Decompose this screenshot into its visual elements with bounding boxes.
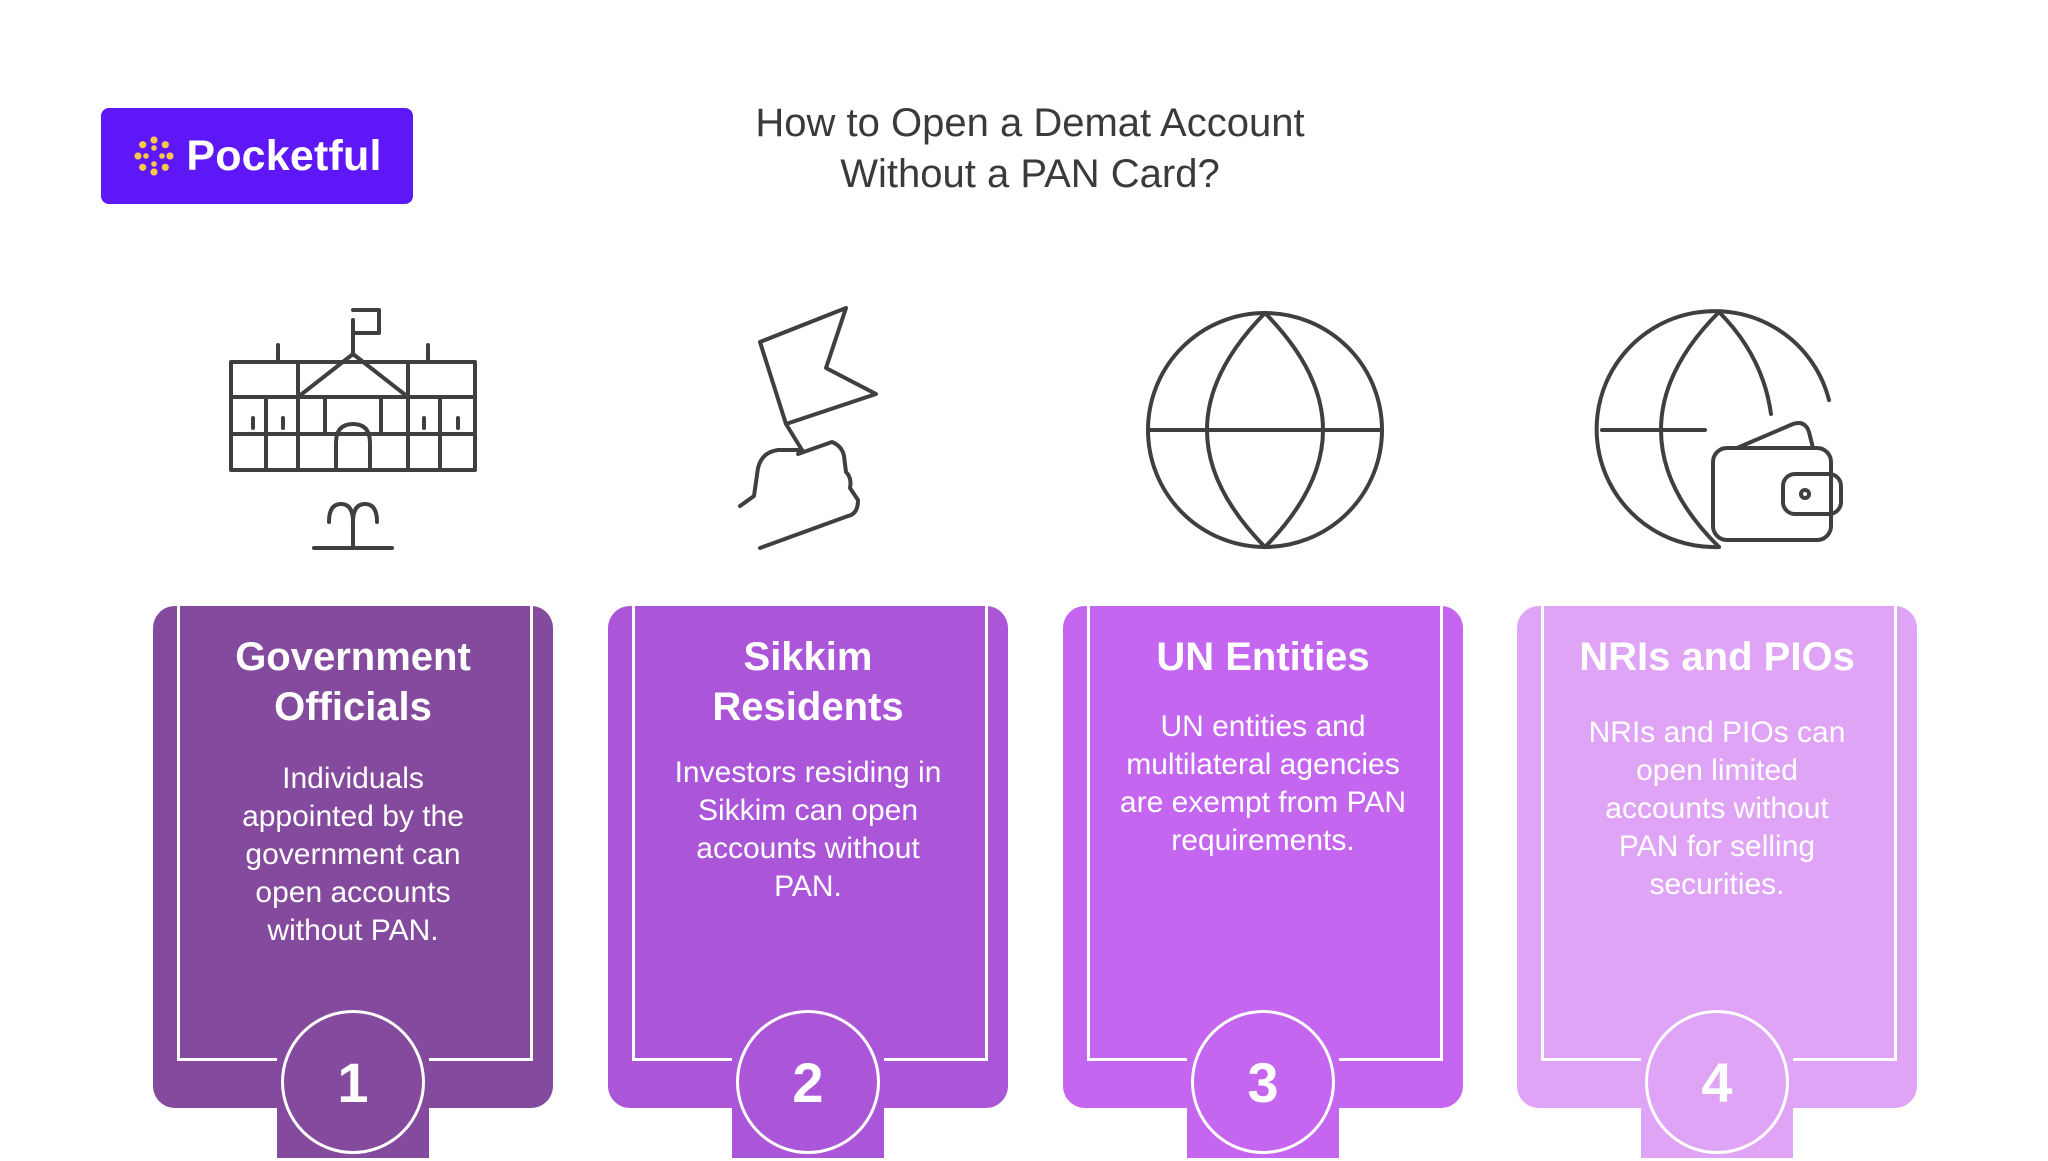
card-title-line: Government: [235, 635, 471, 679]
card-description: NRIs and PIOs can open limited accounts …: [1557, 714, 1877, 904]
card-desc-line: NRIs and PIOs can: [1588, 716, 1846, 749]
card-desc-line: appointed by the: [242, 800, 464, 833]
card-desc-line: without PAN.: [267, 914, 439, 947]
card-title-line: Sikkim: [743, 635, 873, 679]
card-desc-line: UN entities and: [1160, 710, 1366, 743]
card-title-line: Officials: [274, 685, 432, 729]
card-title-line: NRIs and PIOs: [1579, 635, 1855, 679]
card-desc-line: Sikkim can open: [697, 794, 919, 827]
brand-name: Pocketful: [186, 131, 382, 180]
title-line: How to Open a Demat Account: [755, 101, 1305, 145]
card-desc-line: open accounts: [255, 876, 451, 909]
globe-icon: [1135, 300, 1395, 560]
card-description: UN entities and multilateral agencies ar…: [1103, 708, 1423, 860]
card-desc-line: open limited: [1636, 754, 1798, 787]
card-desc-line: government can: [245, 838, 461, 871]
card-desc-line: multilateral agencies: [1126, 748, 1400, 781]
government-building-icon: [226, 300, 486, 560]
card-desc-line: PAN for selling: [1618, 830, 1816, 863]
card-nris-and-pios: NRIs and PIOs NRIs and PIOs can open lim…: [1517, 606, 1917, 1158]
card-title: NRIs and PIOs: [1517, 632, 1917, 682]
brand-logo: Pocketful: [101, 108, 413, 204]
card-desc-line: Individuals: [282, 762, 424, 795]
card-desc-line: Investors residing in: [674, 756, 942, 789]
card-title: UN Entities: [1063, 632, 1463, 682]
card-government-officials: Government Officials Individuals appoint…: [153, 606, 553, 1158]
title-line: Without a PAN Card?: [840, 152, 1220, 196]
card-desc-line: requirements.: [1171, 824, 1355, 857]
card-title: Government Officials: [153, 632, 553, 732]
card-description: Individuals appointed by the government …: [193, 760, 513, 950]
card-desc-line: securities.: [1649, 868, 1785, 901]
step-number-badge: 2: [736, 1010, 880, 1154]
card-desc-line: accounts without: [696, 832, 920, 865]
card-title-line: Residents: [712, 685, 904, 729]
card-un-entities: UN Entities UN entities and multilateral…: [1063, 606, 1463, 1158]
card-desc-line: accounts without: [1605, 792, 1829, 825]
step-number-badge: 4: [1645, 1010, 1789, 1154]
sparkle-icon: [134, 136, 174, 176]
card-desc-line: PAN.: [774, 870, 842, 903]
card-description: Investors residing in Sikkim can open ac…: [648, 754, 968, 906]
card-sikkim-residents: Sikkim Residents Investors residing in S…: [608, 606, 1008, 1158]
step-number-badge: 1: [281, 1010, 425, 1154]
card-title: Sikkim Residents: [608, 632, 1008, 732]
globe-wallet-icon: [1587, 300, 1847, 560]
page-title: How to Open a Demat Account Without a PA…: [630, 98, 1430, 200]
flag-in-hand-icon: [680, 300, 940, 560]
card-desc-line: are exempt from PAN: [1119, 786, 1407, 819]
card-title-line: UN Entities: [1156, 635, 1370, 679]
step-number-badge: 3: [1191, 1010, 1335, 1154]
